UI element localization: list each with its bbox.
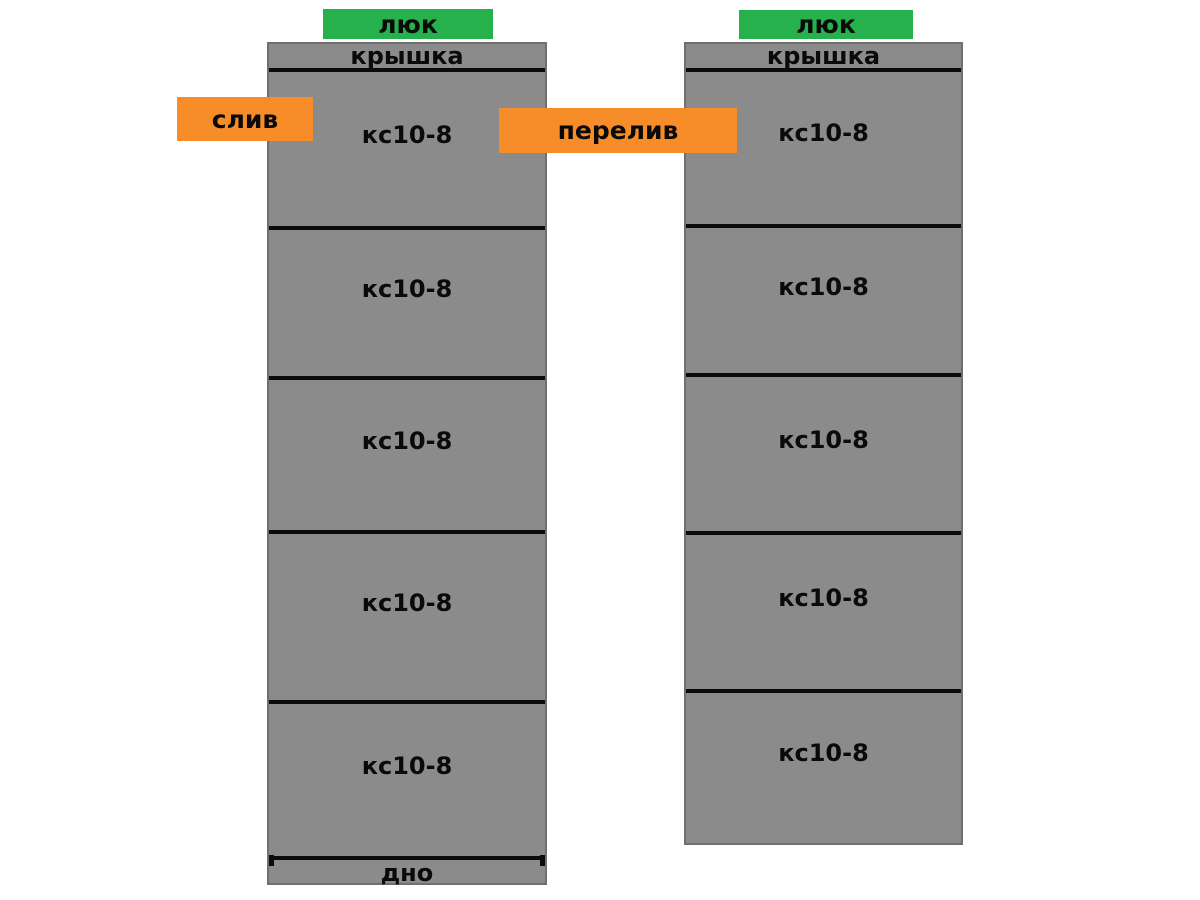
left-bottom-label: дно: [380, 858, 434, 887]
left-ring-label-5: кс10-8: [361, 752, 453, 780]
left-ring-section-4: кс10-8: [269, 532, 545, 702]
left-ring-section-3: кс10-8: [269, 378, 545, 532]
left-joint-line-3: [269, 530, 545, 534]
right-cover-label: крышка: [766, 42, 881, 70]
right-joint-line-1: [686, 224, 961, 228]
overflow-callout: перелив: [499, 108, 737, 153]
right-ring-section-1: кс10-8: [686, 70, 961, 224]
left-cover-band: крышка: [269, 44, 545, 69]
left-joint-line-2: [269, 376, 545, 380]
left-ring-label-4: кс10-8: [361, 589, 453, 617]
right-cover-joint-line: [686, 68, 961, 72]
left-joint-line-4: [269, 700, 545, 704]
right-joint-line-4: [686, 689, 961, 693]
drain-callout: слив: [177, 97, 313, 141]
left-ring-label-1: кс10-8: [361, 121, 453, 149]
left-ring-section-2: кс10-8: [269, 228, 545, 378]
right-ring-label-4: кс10-8: [778, 584, 869, 612]
right-ring-label-2: кс10-8: [778, 272, 869, 301]
left-tank-column: крышка кс10-8 кс10-8 кс10-8 кс10-8 кс10-…: [267, 42, 547, 887]
left-bottom-line-left-tick: [269, 855, 274, 866]
left-joint-line-1: [269, 226, 545, 230]
right-manhole-hatch: люк: [739, 10, 913, 39]
left-cover-label: крышка: [350, 42, 464, 70]
left-manhole-hatch: люк: [323, 9, 493, 39]
left-cover-joint-line: [269, 68, 545, 72]
right-manhole-hatch-label: люк: [796, 10, 856, 39]
right-tank-column: крышка кс10-8 кс10-8 кс10-8 кс10-8 кс10-…: [684, 42, 963, 845]
right-cover-band: крышка: [686, 44, 961, 69]
right-joint-line-2: [686, 373, 961, 377]
overflow-callout-label: перелив: [557, 116, 679, 145]
right-ring-section-4: кс10-8: [686, 533, 961, 691]
left-bottom-line-right-tick: [540, 855, 545, 866]
left-ring-label-2: кс10-8: [361, 275, 453, 303]
left-bottom-band: дно: [269, 858, 545, 887]
left-ring-section-5: кс10-8: [269, 702, 545, 858]
left-ring-label-3: кс10-8: [361, 427, 453, 455]
left-ring-section-1: кс10-8: [269, 70, 545, 228]
right-ring-section-2: кс10-8: [686, 226, 961, 375]
right-ring-label-1: кс10-8: [778, 119, 869, 147]
right-ring-section-3: кс10-8: [686, 375, 961, 533]
right-ring-label-5: кс10-8: [778, 739, 869, 767]
right-joint-line-3: [686, 531, 961, 535]
right-ring-section-5: кс10-8: [686, 691, 961, 843]
left-manhole-hatch-label: люк: [378, 9, 438, 39]
left-bottom-line: [269, 855, 545, 866]
drain-callout-label: слив: [211, 104, 279, 134]
right-ring-label-3: кс10-8: [778, 426, 869, 454]
